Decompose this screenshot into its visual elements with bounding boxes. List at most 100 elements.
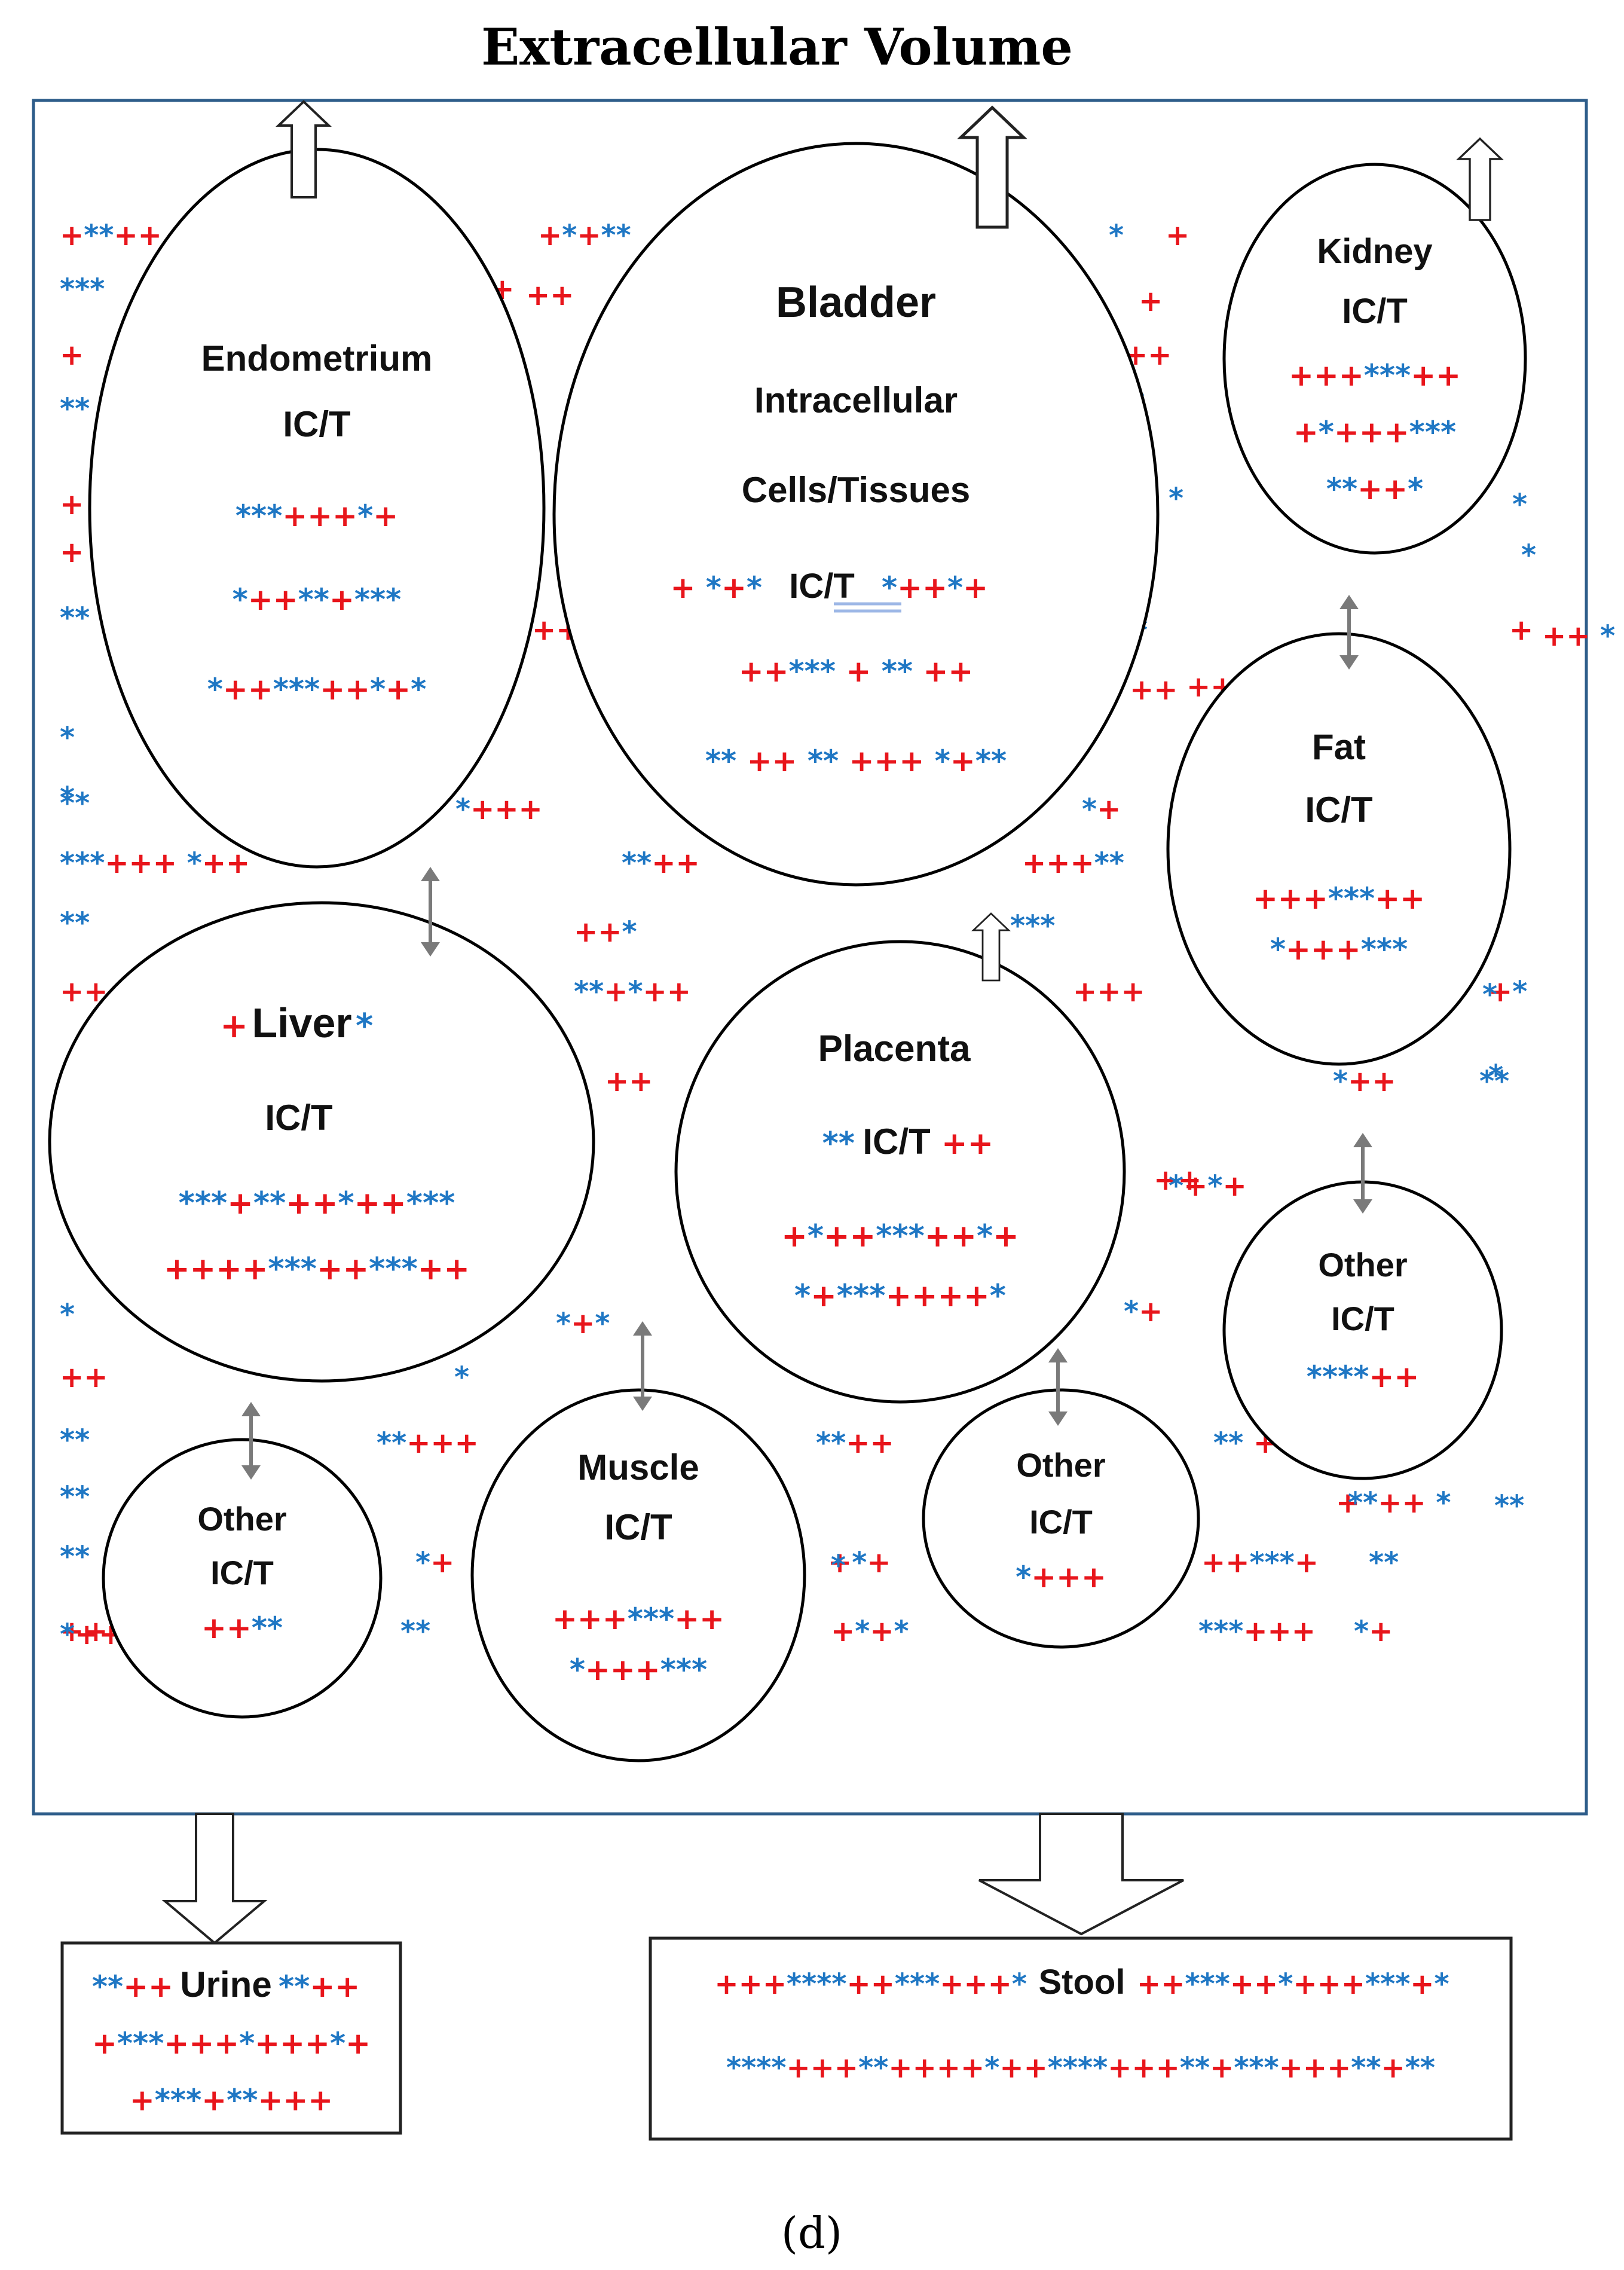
ion-string: ++: [941, 1126, 993, 1162]
ion-string: ++*** + ** ++: [739, 654, 974, 689]
compartment-name: Other: [1318, 1246, 1407, 1284]
extracellular-ion-cluster: +: [60, 536, 84, 569]
extracellular-ion-cluster: *: [1482, 978, 1497, 1012]
compartment-liver: +Liver*IC/T***+**++*++***++++***++***++: [48, 901, 595, 1383]
ion-string: ** ++ ** +++ *+**: [705, 744, 1007, 778]
compartment-outline: [48, 901, 595, 1383]
extracellular-ion-cluster: **++: [816, 1426, 894, 1460]
extracellular-ion-cluster: +*+**: [538, 219, 631, 252]
compartment-placenta: Placenta**IC/T+++*++***++*+*+***++++*: [674, 940, 1126, 1404]
compartment-line: Cells/Tissues: [742, 470, 970, 510]
compartment-sub: IC/T: [1029, 1503, 1093, 1541]
stool-label: Stool: [1039, 1963, 1126, 2002]
exchange-arrow: [421, 867, 440, 957]
exchange-arrow: [633, 1321, 652, 1411]
ion-string: ***+++*+: [236, 499, 398, 533]
extracellular-ion-cluster: *: [60, 781, 75, 814]
ion-string: *+++***: [570, 1652, 707, 1687]
extracellular-ion-cluster: **++ *: [1348, 1486, 1451, 1520]
extracellular-ion-cluster: **: [60, 1480, 90, 1514]
ion-string: ++***++*+++***+*: [1137, 1967, 1449, 2001]
title: Extracellular Volume: [481, 17, 1073, 77]
ion-string: ****+++**++++*++****+++**+***+++**+**: [726, 2051, 1435, 2085]
extracellular-ion-cluster: *+: [415, 1546, 454, 1579]
extracellular-ion-cluster: *: [60, 721, 75, 754]
compartment-sub: IC/T: [789, 567, 855, 606]
extracellular-ion-cluster: **+*++: [574, 975, 691, 1009]
extracellular-ion-cluster: **: [60, 601, 90, 635]
ion-string: +++***++: [552, 1602, 724, 1636]
ion-string: ***+**++*++***: [179, 1186, 455, 1221]
extracellular-ions: +**+++*+**++*+***++++++***++**+***+++*++…: [60, 219, 1615, 1651]
ion-string: **++*: [1326, 472, 1423, 506]
extracellular-ion-cluster: ***+++ *++: [60, 847, 250, 880]
ion-string: *+++: [1016, 1560, 1106, 1594]
extracellular-ion-cluster: *+: [1124, 1295, 1163, 1328]
extracellular-ion-cluster: *+*+: [1169, 1169, 1247, 1203]
compartments: EndometriumIC/T***+++*+*++**+****++***++…: [48, 142, 1527, 1762]
compartment-sub: IC/T: [604, 1507, 672, 1547]
extracellular-ion-cluster: *: [831, 1549, 846, 1582]
compartment-sub: IC/T: [283, 404, 350, 444]
compartment-line: Intracellular: [754, 380, 958, 420]
extracellular-ion-cluster: **: [1494, 1489, 1524, 1523]
compartment-name: Fat: [1312, 727, 1366, 767]
extracellular-ion-cluster: ++***+: [1201, 1546, 1319, 1579]
urine-down-arrow: [161, 1813, 268, 1945]
ion-string: **: [822, 1126, 855, 1162]
extracellular-ion-cluster: ***: [60, 273, 105, 306]
extracellular-ion-cluster: ++: [1130, 673, 1178, 707]
extracellular-ion-cluster: ++: [526, 279, 574, 312]
extracellular-ion-cluster: +: [1166, 219, 1189, 252]
ion-string: +*++***++*+: [781, 1218, 1019, 1254]
extracellular-ion-cluster: ***: [1010, 909, 1055, 943]
ion-string: *++*+: [882, 570, 988, 605]
extracellular-ion-cluster: **: [60, 392, 90, 426]
compartment-name: Placenta: [818, 1028, 971, 1070]
extracellular-ion-cluster: *++: [1333, 1065, 1396, 1098]
extracellular-ion-cluster: **: [1479, 1065, 1509, 1098]
extracellular-ion-cluster: *+: [1354, 1615, 1393, 1648]
extracellular-ion-cluster: *: [1109, 219, 1124, 252]
extracellular-ion-cluster: *: [1521, 539, 1536, 572]
ion-string: **++: [279, 1969, 360, 2004]
extracellular-ion-cluster: **: [60, 787, 90, 820]
ion-string: ++**: [201, 1611, 283, 1645]
ion-string: +++***++: [1289, 358, 1461, 393]
extracellular-ion-cluster: +: [60, 338, 84, 372]
urine-output: **++Urine**+++***+++*+++*++***+**+++: [92, 1965, 371, 2118]
ion-string: +++***++: [1253, 881, 1425, 916]
extracellular-ion-cluster: *+*: [556, 1307, 610, 1340]
stool-box: [649, 1936, 1513, 2141]
extracellular-ion-cluster: ++*: [574, 915, 637, 949]
ion-string: ****++: [1307, 1359, 1419, 1394]
ion-string: *++***++*+*: [207, 672, 426, 707]
compartment-name: Other: [1016, 1446, 1105, 1484]
extracellular-ion-cluster: +++**: [1022, 847, 1124, 880]
compartment-sub: IC/T: [210, 1554, 274, 1591]
exchange-arrow: [241, 1402, 261, 1480]
compartment-name: Other: [197, 1500, 286, 1538]
outputs: **++Urine**+++***+++*+++*++***+**++++++*…: [92, 1963, 1449, 2118]
ion-string: +: [220, 1007, 248, 1046]
extracellular-ion-cluster: *: [60, 1298, 75, 1331]
compartment-sub: IC/T: [1342, 292, 1408, 331]
compartment-name: Muscle: [577, 1447, 699, 1487]
compartment-endometrium: EndometriumIC/T***+++*+*++**+****++***++…: [88, 148, 546, 869]
extracellular-ion-cluster: +: [60, 488, 84, 521]
extracellular-ion-cluster: *: [454, 1361, 469, 1394]
ion-string: *+++***: [1270, 932, 1408, 967]
ion-string: +***+**+++: [130, 2083, 333, 2118]
compartment-sub: IC/T: [1305, 790, 1372, 830]
extracellular-ion-cluster: **++: [622, 847, 700, 880]
compartment-sub: IC/T: [863, 1122, 930, 1162]
ion-string: +***+++*+++*+: [92, 2026, 371, 2061]
compartment-name: Bladder: [776, 279, 936, 326]
exchange-arrow: [1353, 1133, 1372, 1214]
